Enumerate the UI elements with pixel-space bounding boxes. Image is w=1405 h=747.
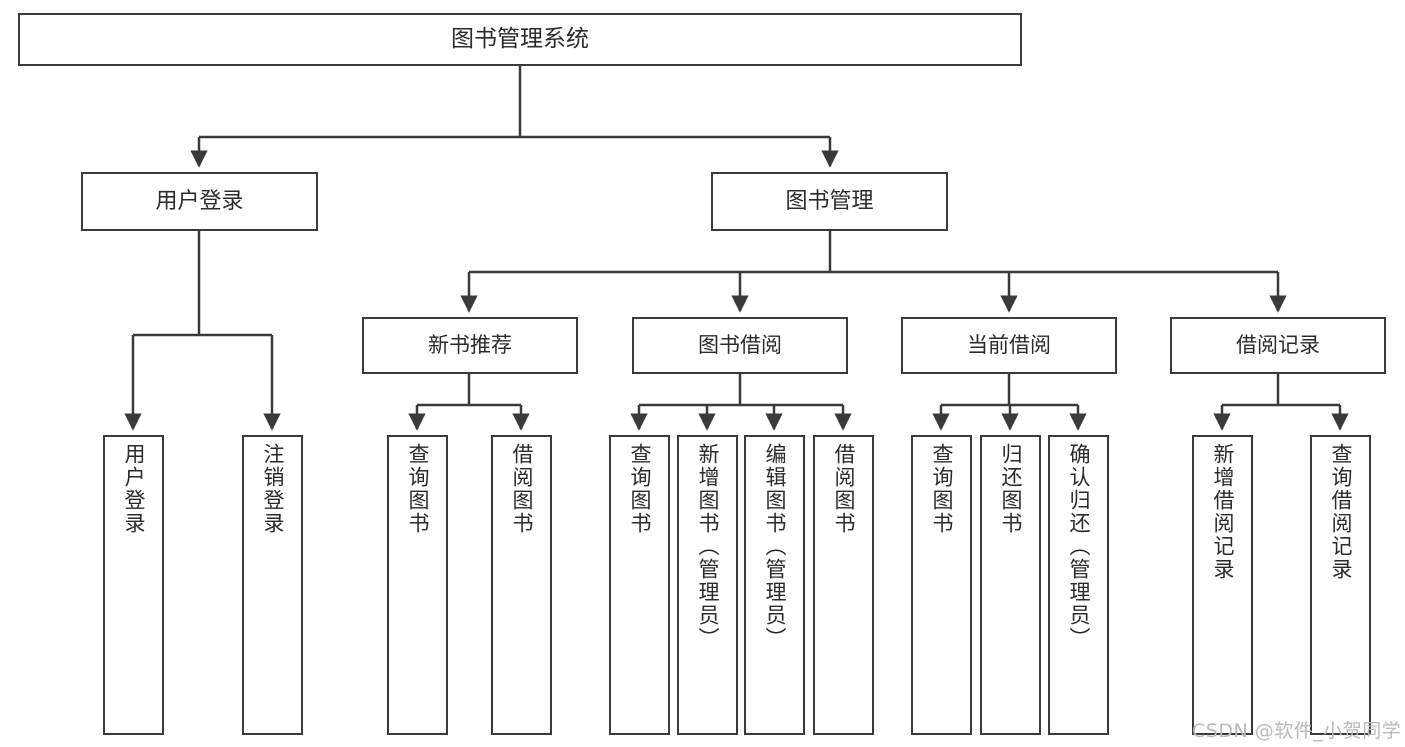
node-label: 新书推荐 [428,333,512,358]
node-label: 用户登录 [122,443,146,535]
node-leaf-book-borrow-add[interactable]: 新增图书（管理员） [677,435,738,735]
node-leaf-book-borrow-edit[interactable]: 编辑图书（管理员） [744,435,805,735]
node-root-book-management-system[interactable]: 图书管理系统 [18,13,1022,66]
node-current-borrow[interactable]: 当前借阅 [901,317,1117,374]
node-label: 图书管理 [785,188,874,214]
node-label: 当前借阅 [967,333,1051,358]
node-leaf-user-login-signin[interactable]: 用户登录 [103,435,164,735]
node-leaf-book-borrow-borrow[interactable]: 借阅图书 [813,435,874,735]
node-label: 归还图书 [999,443,1023,535]
node-leaf-current-borrow-query[interactable]: 查询图书 [911,435,972,735]
node-book-borrow[interactable]: 图书借阅 [632,317,848,374]
node-label: 新增借阅记录 [1211,443,1235,581]
node-leaf-book-borrow-query[interactable]: 查询图书 [609,435,670,735]
node-leaf-current-borrow-return[interactable]: 归还图书 [980,435,1041,735]
node-label: 查询图书 [930,443,954,535]
node-borrow-record[interactable]: 借阅记录 [1170,317,1386,374]
node-label: 查询图书 [628,443,652,535]
node-label: 查询图书 [406,443,430,535]
node-label: 用户登录 [155,188,244,214]
node-label: 新增图书（管理员） [696,443,720,650]
node-book-management[interactable]: 图书管理 [711,172,948,231]
node-leaf-new-book-borrow[interactable]: 借阅图书 [491,435,552,735]
node-label: 图书借阅 [698,333,782,358]
node-leaf-borrow-record-query[interactable]: 查询借阅记录 [1310,435,1371,735]
node-label: 确认归还（管理员） [1067,443,1091,650]
node-leaf-current-borrow-confirm-return[interactable]: 确认归还（管理员） [1048,435,1109,735]
node-leaf-new-book-query[interactable]: 查询图书 [387,435,448,735]
node-label: 借阅记录 [1236,333,1320,358]
node-leaf-user-login-logout[interactable]: 注销登录 [242,435,303,735]
node-label: 借阅图书 [510,443,534,535]
node-label: 查询借阅记录 [1329,443,1353,581]
node-user-login[interactable]: 用户登录 [81,172,318,231]
node-label: 编辑图书（管理员） [763,443,787,650]
node-leaf-borrow-record-add[interactable]: 新增借阅记录 [1192,435,1253,735]
watermark-text: CSDN @软件_小贺同学 [1192,720,1402,742]
node-label: 借阅图书 [832,443,856,535]
node-new-book-recommend[interactable]: 新书推荐 [362,317,578,374]
node-label: 图书管理系统 [451,26,589,53]
node-label: 注销登录 [261,443,285,535]
